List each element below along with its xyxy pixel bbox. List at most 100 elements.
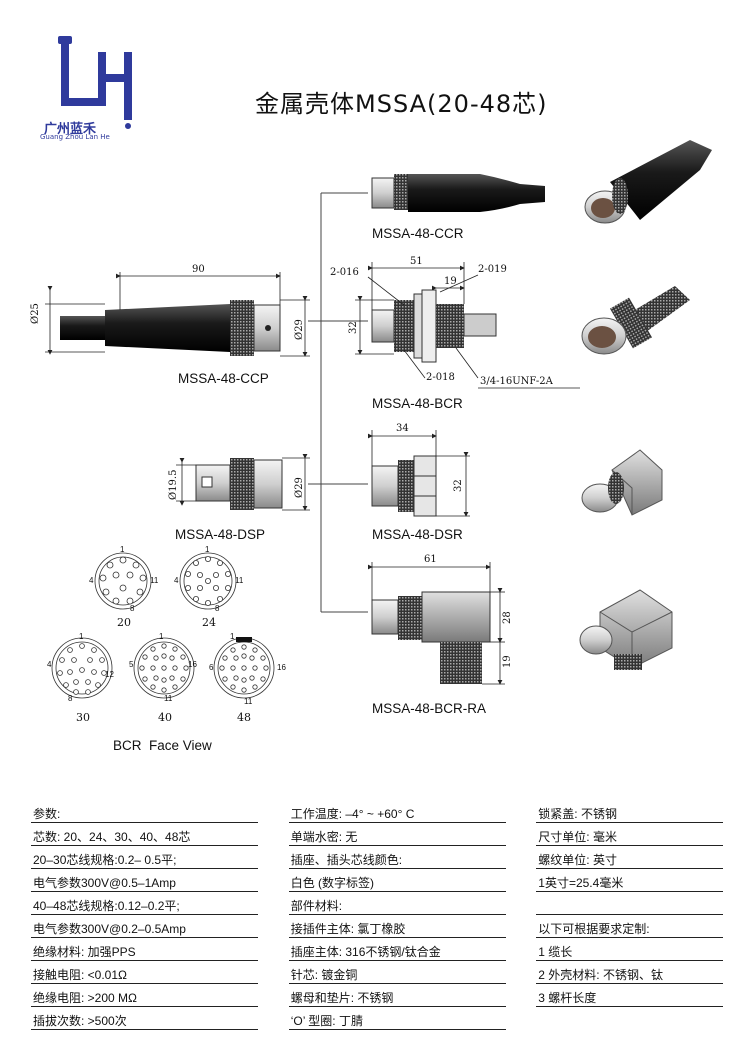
face-view-drawings <box>51 552 275 699</box>
dim-ra-19: 19 <box>502 655 513 668</box>
f20-pin-b: 4 <box>89 576 94 585</box>
product-label-ccp: MSSA-48-CCP <box>178 371 269 386</box>
dim-ccp-length: 90 <box>192 264 205 275</box>
bracket-lines <box>308 192 368 613</box>
f30-pin-c: 12 <box>105 670 114 679</box>
dim-ccp-d25: Ø25 <box>30 303 41 324</box>
dim-bcr-32: 32 <box>348 321 359 334</box>
dim-bcr-2019: 2-019 <box>478 264 507 275</box>
f24-pin-d: 8 <box>215 604 220 613</box>
ccr-3d-render <box>584 140 712 224</box>
spec-gap <box>506 961 536 984</box>
spec-row: 20–30芯线规格:0.2– 0.5平; 插座、插头芯线颜色: 螺纹单位: 英寸 <box>31 845 723 869</box>
spec-gap <box>506 800 536 823</box>
f24-pin-c: 11 <box>235 576 244 585</box>
spec-gap <box>506 915 536 938</box>
spec-gap <box>506 823 536 846</box>
spec-gap <box>258 892 288 915</box>
f20-pin-c: 11 <box>150 576 159 585</box>
bcr-ra-3d-render <box>579 589 673 670</box>
spec-cell-col2: 螺母和垫片: 不锈钢 <box>288 983 506 1007</box>
product-label-dsp: MSSA-48-DSP <box>175 527 266 542</box>
spec-cell-col1: 40–48芯线规格:0.12–0.2平; <box>31 891 259 915</box>
spec-cell-col2: 部件材料: <box>288 891 506 915</box>
face-view-caption: BCR Face View <box>113 738 212 753</box>
face-label-20: 20 <box>117 616 131 629</box>
spec-gap <box>506 869 536 892</box>
face-label-48: 48 <box>237 711 251 724</box>
spec-cell-col2: 单端水密: 无 <box>288 822 506 846</box>
f40-pin-d: 11 <box>164 694 173 703</box>
bcr-ra-drawing <box>368 562 505 685</box>
spec-gap <box>258 800 288 823</box>
technical-drawing <box>45 36 712 699</box>
dim-ra-28: 28 <box>502 611 513 624</box>
spec-cell-col3: 1 缆长 <box>536 937 723 961</box>
spec-cell-col3: 螺纹单位: 英寸 <box>536 845 723 869</box>
spec-gap <box>258 869 288 892</box>
dim-dsp-d195: Ø19.5 <box>168 469 179 500</box>
spec-cell-col1: 电气参数300V@0.2–0.5Amp <box>31 914 259 938</box>
spec-cell-col3: 2 外壳材料: 不锈钢、钛 <box>536 960 723 984</box>
page-title: 金属壳体MSSA(20-48芯) <box>255 90 548 118</box>
spec-cell-col3 <box>536 891 723 915</box>
company-logo <box>58 36 132 129</box>
f40-pin-a: 1 <box>159 632 164 641</box>
f40-pin-b: 5 <box>129 660 134 669</box>
spec-gap <box>258 984 288 1007</box>
spec-gap <box>506 938 536 961</box>
dim-bcr-51: 51 <box>410 256 423 267</box>
dim-dsp-d29: Ø29 <box>294 477 305 498</box>
spec-gap <box>506 1007 536 1030</box>
spec-gap <box>258 823 288 846</box>
f48-pin-b: 6 <box>209 663 214 672</box>
f48-pin-d: 11 <box>244 697 253 706</box>
spec-cell-col1: 绝缘电阻: >200 MΩ <box>31 983 259 1007</box>
product-label-ccr: MSSA-48-CCR <box>372 226 464 241</box>
dim-ccp-d29: Ø29 <box>294 319 305 340</box>
spec-cell-col1: 芯数: 20、24、30、40、48芯 <box>31 822 259 846</box>
f20-pin-d: 8 <box>130 604 135 613</box>
f24-pin-b: 4 <box>174 576 179 585</box>
ccr-drawing <box>371 174 545 212</box>
spec-row: 芯数: 20、24、30、40、48芯单端水密: 无尺寸单位: 毫米 <box>31 822 723 846</box>
spec-cell-col1: 插拔次数: >500次 <box>31 1006 259 1030</box>
dim-bcr-2016: 2-016 <box>330 267 359 278</box>
spec-gap <box>258 1007 288 1030</box>
ccp-drawing <box>45 272 310 357</box>
spec-cell-col2: 针芯: 镀金铜 <box>288 960 506 984</box>
f48-pin-c: 16 <box>277 663 286 672</box>
face-label-40: 40 <box>158 711 172 724</box>
logo-company-cn: 广州蓝禾 <box>44 122 97 137</box>
spec-cell-col1: 参数: <box>31 800 259 823</box>
dim-dsr-34: 34 <box>396 423 409 434</box>
f20-pin-a: 1 <box>120 545 125 554</box>
spec-gap <box>506 984 536 1007</box>
bcr-drawing <box>355 262 580 389</box>
spec-cell-col3: 1英寸=25.4毫米 <box>536 868 723 892</box>
spec-gap <box>258 961 288 984</box>
face-label-24: 24 <box>202 616 216 629</box>
f30-pin-d: 8 <box>68 694 73 703</box>
spec-cell-col3: 以下可根据要求定制: <box>536 914 723 938</box>
spec-cell-col1: 20–30芯线规格:0.2– 0.5平; <box>31 845 259 869</box>
dim-bcr-19: 19 <box>444 276 457 287</box>
dsp-drawing <box>176 454 310 511</box>
spec-cell-col3 <box>536 1007 723 1030</box>
spec-row: 插拔次数: >500次 ‘O’ 型圈: 丁腈 <box>31 1006 723 1030</box>
f40-pin-c: 16 <box>188 660 197 669</box>
spec-cell-col2: 工作温度: –4° ~ +60° C <box>288 800 506 823</box>
dim-dsr-32: 32 <box>453 479 464 492</box>
spec-cell-col2: ‘O’ 型圈: 丁腈 <box>288 1006 506 1030</box>
spec-cell-col3: 3 螺杆长度 <box>536 983 723 1007</box>
spec-cell-col2: 插座主体: 316不锈钢/钛合金 <box>288 937 506 961</box>
spec-cell-col2: 插座、插头芯线颜色: <box>288 845 506 869</box>
dsr-drawing <box>368 430 470 517</box>
dim-bcr-2018: 2-018 <box>426 372 455 383</box>
